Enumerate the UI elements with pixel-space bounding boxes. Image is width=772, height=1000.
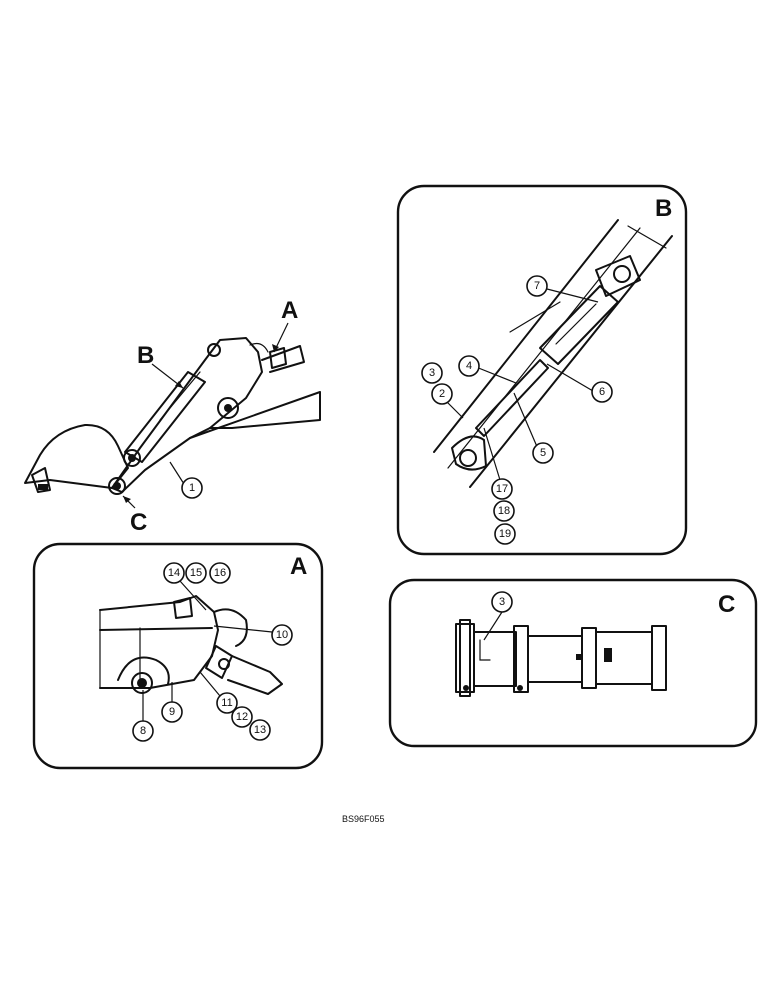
svg-text:12: 12 xyxy=(236,711,248,723)
callout-7: 7 xyxy=(526,275,548,297)
svg-text:11: 11 xyxy=(221,697,232,709)
svg-text:13: 13 xyxy=(254,724,266,736)
view-label-A: A xyxy=(281,297,298,324)
svg-text:19: 19 xyxy=(499,528,511,540)
detail-C-panel: C 3 xyxy=(388,578,758,748)
callout-2: 2 xyxy=(431,383,453,405)
svg-text:1: 1 xyxy=(189,482,195,494)
svg-text:3: 3 xyxy=(499,596,505,608)
detail-A-panel: A 14 15 16 10 11 12 13 8 9 xyxy=(32,542,324,770)
svg-text:4: 4 xyxy=(466,360,472,372)
svg-text:15: 15 xyxy=(190,567,202,579)
callout-1: 1 xyxy=(181,477,203,499)
svg-text:2: 2 xyxy=(439,388,445,400)
svg-text:3: 3 xyxy=(429,367,435,379)
detail-B-label: B xyxy=(655,195,672,222)
svg-text:10: 10 xyxy=(276,629,288,641)
callout-3-C: 3 xyxy=(491,591,513,613)
callout-10: 10 xyxy=(271,624,293,646)
detail-A-label: A xyxy=(290,553,307,580)
callout-11: 11 xyxy=(216,692,238,714)
svg-text:6: 6 xyxy=(599,386,605,398)
svg-text:16: 16 xyxy=(214,567,226,579)
callout-14: 14 xyxy=(163,562,185,584)
callout-19: 19 xyxy=(494,523,516,545)
callout-3: 3 xyxy=(421,362,443,384)
callout-18: 18 xyxy=(493,500,515,522)
svg-text:14: 14 xyxy=(168,567,180,579)
detail-B-panel: B 7 3 2 4 6 5 17 18 19 xyxy=(396,184,688,556)
svg-text:9: 9 xyxy=(169,706,175,718)
svg-text:18: 18 xyxy=(498,505,510,517)
callout-5: 5 xyxy=(532,442,554,464)
svg-text:5: 5 xyxy=(540,447,546,459)
svg-text:17: 17 xyxy=(496,483,508,495)
figure-reference: BS96F055 xyxy=(342,814,385,824)
svg-text:7: 7 xyxy=(534,280,540,292)
callout-15: 15 xyxy=(185,562,207,584)
callout-4: 4 xyxy=(458,355,480,377)
detail-C-label: C xyxy=(718,591,735,618)
callout-17: 17 xyxy=(491,478,513,500)
callout-9: 9 xyxy=(161,701,183,723)
callout-13: 13 xyxy=(249,719,271,741)
overview-view: A B C 1 xyxy=(24,297,321,536)
callout-16: 16 xyxy=(209,562,231,584)
callout-6: 6 xyxy=(591,381,613,403)
svg-text:8: 8 xyxy=(140,725,146,737)
view-label-B: B xyxy=(137,342,154,369)
view-label-C: C xyxy=(130,509,147,536)
callout-12: 12 xyxy=(231,706,253,728)
callout-8: 8 xyxy=(132,720,154,742)
